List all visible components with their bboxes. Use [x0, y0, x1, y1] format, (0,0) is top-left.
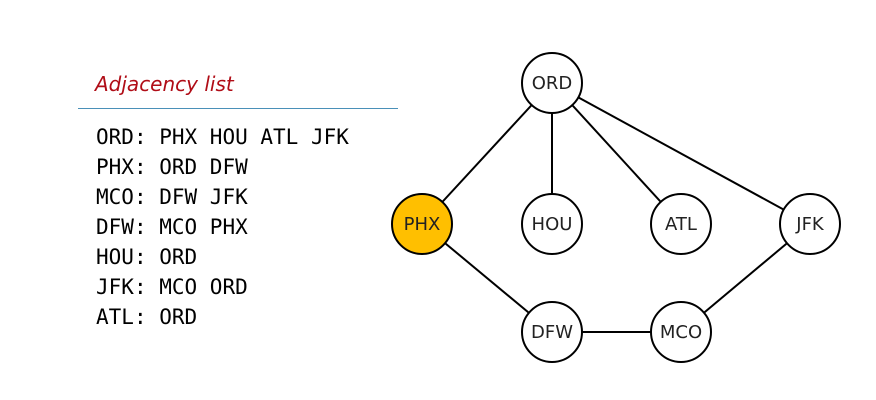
adjacency-node: DFW	[96, 215, 134, 239]
node-dfw: DFW	[521, 301, 583, 363]
adjacency-row: JFK: MCO ORD	[96, 275, 248, 299]
node-atl: ATL	[650, 193, 712, 255]
adjacency-neighbors: DFW JFK	[159, 185, 248, 209]
edge-ord-atl	[551, 82, 682, 225]
node-label: MCO	[660, 322, 702, 343]
edge-ord-phx	[421, 82, 553, 225]
adjacency-neighbors: PHX HOU ATL JFK	[159, 125, 349, 149]
adjacency-row: DFW: MCO PHX	[96, 215, 248, 239]
adjacency-node: ATL	[96, 305, 134, 329]
node-label: ORD	[532, 73, 573, 94]
adjacency-row: HOU: ORD	[96, 245, 198, 269]
graph-nodes: ORD PHX HOU ATL JFK DFW MCO	[391, 52, 841, 363]
node-label: DFW	[531, 322, 573, 343]
node-label: HOU	[532, 214, 573, 235]
node-label: PHX	[404, 214, 441, 235]
adjacency-neighbors: ORD	[159, 245, 198, 269]
adjacency-row: ATL: ORD	[96, 305, 198, 329]
node-circle	[521, 52, 583, 114]
adjacency-node: HOU	[96, 245, 134, 269]
adjacency-node: MCO	[96, 185, 134, 209]
edge-ord-jfk	[551, 82, 811, 225]
adjacency-neighbors: MCO ORD	[159, 275, 248, 299]
node-label: ATL	[665, 214, 697, 235]
graph-edges	[421, 82, 811, 333]
node-jfk: JFK	[779, 193, 841, 255]
adjacency-row: ORD: PHX HOU ATL JFK	[96, 125, 349, 149]
adjacency-list: ORD: PHX HOU ATL JFK PHX: ORD DFW MCO: D…	[96, 122, 349, 332]
adjacency-node: PHX	[96, 155, 134, 179]
node-circle	[521, 301, 583, 363]
node-phx: PHX	[391, 193, 453, 255]
adjacency-row: MCO: DFW JFK	[96, 185, 248, 209]
node-circle	[650, 193, 712, 255]
adjacency-node: JFK	[96, 275, 134, 299]
node-mco: MCO	[650, 301, 712, 363]
adjacency-list-heading: Adjacency list	[95, 72, 234, 96]
node-label: JFK	[795, 214, 825, 235]
node-circle	[521, 193, 583, 255]
adjacency-neighbors: ORD	[159, 305, 198, 329]
node-circle	[650, 301, 712, 363]
adjacency-row: PHX: ORD DFW	[96, 155, 248, 179]
adjacency-neighbors: MCO PHX	[159, 215, 248, 239]
adjacency-node: ORD	[96, 125, 134, 149]
heading-divider	[78, 108, 398, 109]
node-ord: ORD	[521, 52, 583, 114]
adjacency-neighbors: ORD DFW	[159, 155, 248, 179]
node-circle	[779, 193, 841, 255]
node-circle	[391, 193, 453, 255]
node-hou: HOU	[521, 193, 583, 255]
